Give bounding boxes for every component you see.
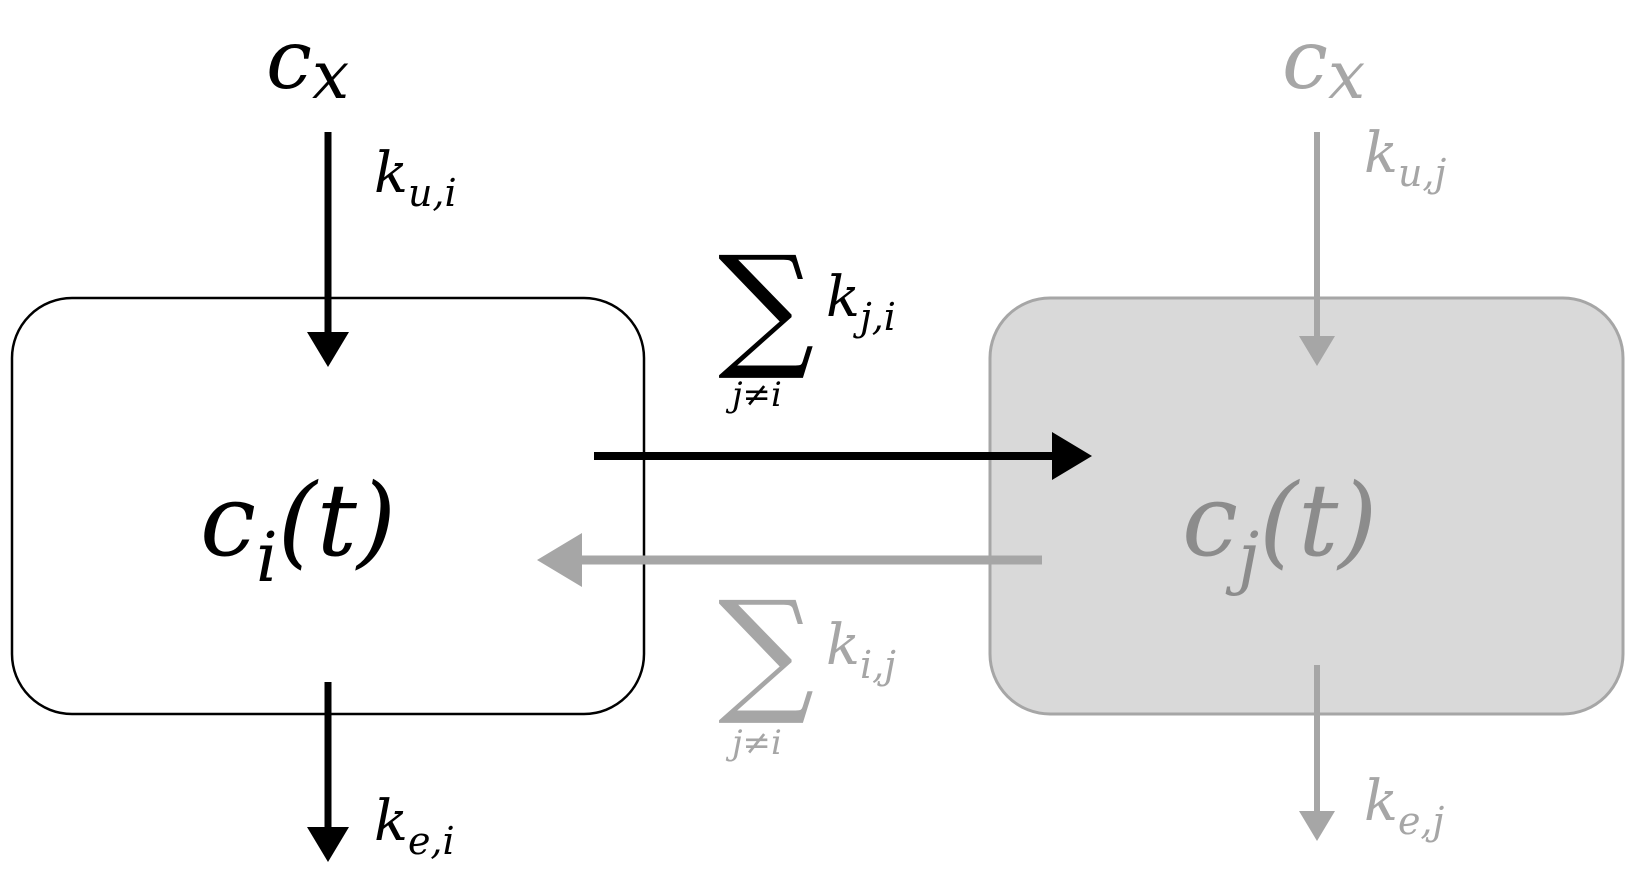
- uptake-rate-label-j: ku,j: [1364, 121, 1446, 195]
- concentration-label-j: cj(t): [1182, 462, 1377, 598]
- transfer-j-to-i-sum-index: j≠i: [725, 723, 782, 763]
- elimination-rate-label-j: ke,j: [1364, 769, 1445, 843]
- transfer-i-to-j-sum-index: j≠i: [725, 375, 782, 415]
- elimination-rate-label-i: ke,i: [374, 789, 455, 863]
- uptake-rate-label-i: ku,i: [374, 141, 457, 215]
- compartment-j-box: [988, 296, 1625, 716]
- input-concentration-label-j: cx: [1282, 13, 1365, 114]
- concentration-label-i: ci(t): [200, 462, 396, 598]
- transfer-j-to-i-rate: ki,j: [826, 613, 896, 687]
- transfer-j-to-i-sum-symbol: ∑: [718, 572, 814, 729]
- transfer-i-to-j-rate: kj,i: [826, 265, 896, 339]
- transfer-i-to-j-sum-symbol: ∑: [718, 227, 814, 384]
- input-concentration-label-i: cx: [266, 13, 349, 114]
